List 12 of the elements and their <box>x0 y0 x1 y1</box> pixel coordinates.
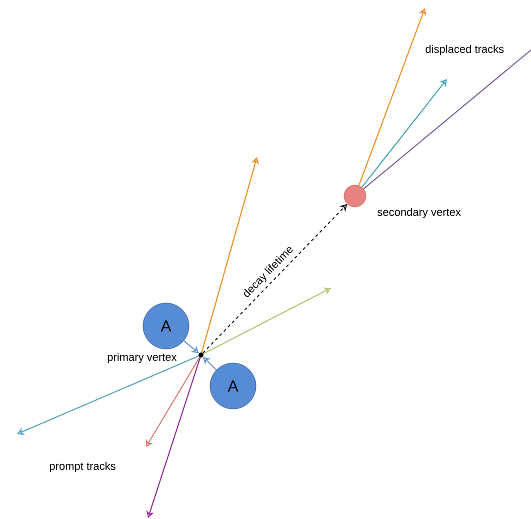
track-label: prompt tracks <box>48 460 117 474</box>
arrow <box>203 288 331 354</box>
vertex-label: secondary vertex <box>378 208 461 218</box>
track-label: displaced tracks <box>424 44 506 56</box>
arrow <box>17 356 199 435</box>
track-line <box>363 50 531 190</box>
arrow <box>358 8 426 186</box>
track-label: primary vertex <box>106 352 178 364</box>
arrow <box>146 357 200 447</box>
arrow <box>184 340 199 354</box>
vertex-circle <box>344 184 366 208</box>
arrow <box>361 79 447 188</box>
